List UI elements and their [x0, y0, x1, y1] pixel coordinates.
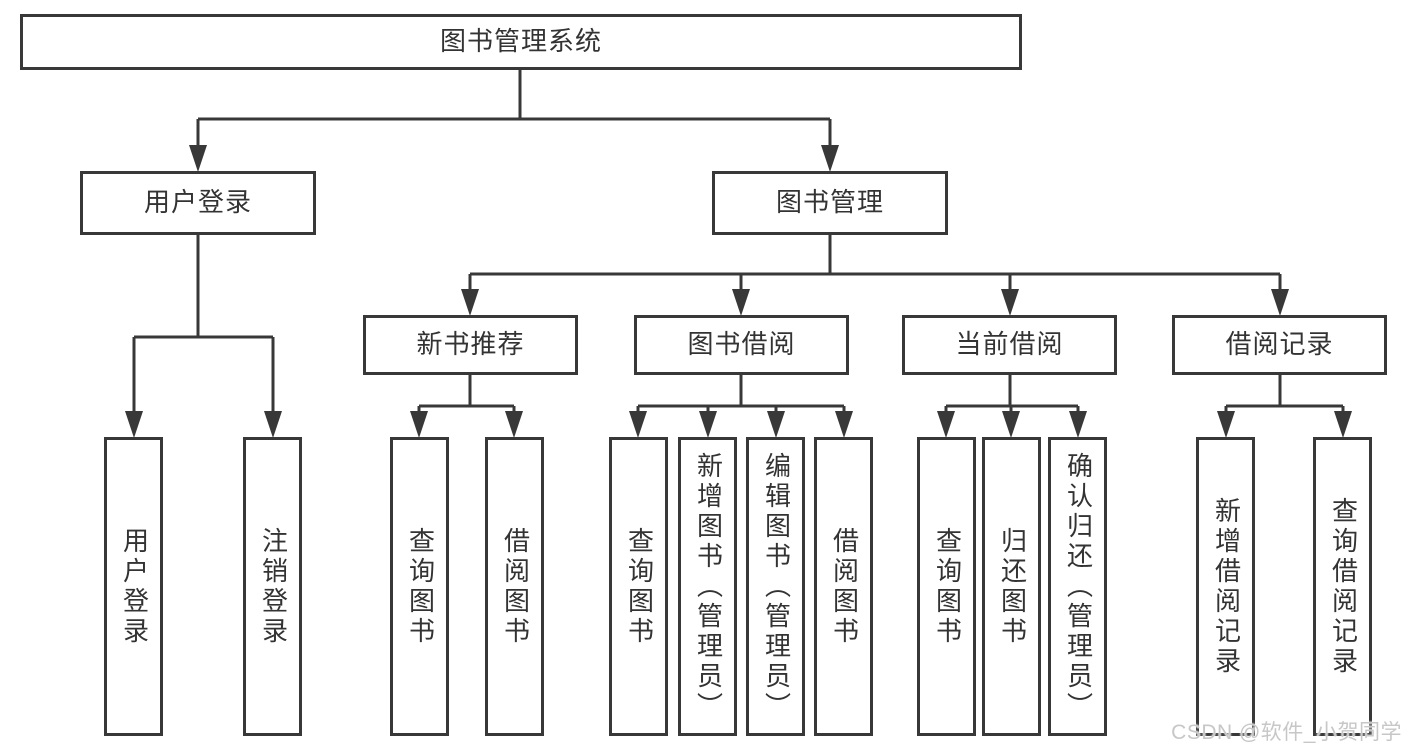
node-leaf-logout: 注销登录 — [243, 437, 302, 736]
node-label: 查询图书 — [932, 526, 963, 647]
node-label: 借阅图书 — [500, 526, 531, 647]
node-label: 归还图书 — [997, 526, 1028, 647]
node-library-management-system: 图书管理系统 — [20, 14, 1022, 70]
node-label: 编辑图书（管理员） — [761, 451, 792, 722]
node-leaf-confirm-return-admin: 确认归还（管理员） — [1048, 437, 1107, 736]
node-book-management: 图书管理 — [712, 171, 948, 235]
node-label: 借阅图书 — [829, 526, 860, 647]
node-user-login: 用户登录 — [80, 171, 316, 235]
node-book-borrowing: 图书借阅 — [634, 315, 849, 375]
node-borrowing-records: 借阅记录 — [1172, 315, 1387, 375]
connector-new-rec-children — [417, 375, 516, 414]
node-label: 注销登录 — [258, 526, 289, 647]
node-leaf-borrow-books: 借阅图书 — [485, 437, 544, 736]
connector-book-mgmt-children — [468, 235, 1282, 291]
connector-root-to-level1 — [196, 70, 832, 148]
csdn-watermark: CSDN @软件_小贺同学 — [1171, 721, 1402, 744]
node-leaf-add-borrow-record: 新增借阅记录 — [1196, 437, 1255, 736]
node-label: 用户登录 — [119, 526, 150, 647]
node-label: 图书借阅 — [687, 329, 796, 360]
connector-current-borrow-children — [944, 375, 1080, 414]
node-label: 查询图书 — [624, 526, 655, 647]
node-leaf-user-login: 用户登录 — [104, 437, 163, 736]
node-label: 新增借阅记录 — [1211, 496, 1242, 677]
node-label: 新增图书（管理员） — [693, 451, 724, 722]
connector-book-borrow-children — [636, 375, 846, 414]
node-new-book-recommendation: 新书推荐 — [363, 315, 578, 375]
node-label: 图书管理 — [775, 187, 884, 218]
connector-user-login-children — [132, 235, 275, 414]
node-label: 用户登录 — [143, 187, 252, 218]
node-leaf-add-books-admin: 新增图书（管理员） — [678, 437, 737, 736]
connector-borrow-records-children — [1224, 375, 1345, 414]
node-leaf-edit-books-admin: 编辑图书（管理员） — [746, 437, 805, 736]
node-leaf-query-books: 查询图书 — [609, 437, 668, 736]
node-label: 当前借阅 — [955, 329, 1064, 360]
node-label: 查询图书 — [405, 526, 436, 647]
node-current-borrowing: 当前借阅 — [902, 315, 1117, 375]
node-leaf-borrow-books: 借阅图书 — [814, 437, 873, 736]
node-leaf-query-borrow-record: 查询借阅记录 — [1313, 437, 1372, 736]
node-leaf-query-books: 查询图书 — [917, 437, 976, 736]
arrowheads — [125, 145, 1352, 438]
node-label: 新书推荐 — [416, 329, 525, 360]
node-label: 查询借阅记录 — [1328, 496, 1359, 677]
node-leaf-query-books: 查询图书 — [390, 437, 449, 736]
node-label: 图书管理系统 — [439, 26, 602, 57]
node-label: 确认归还（管理员） — [1063, 451, 1094, 722]
node-label: 借阅记录 — [1225, 329, 1334, 360]
node-leaf-return-books: 归还图书 — [982, 437, 1041, 736]
